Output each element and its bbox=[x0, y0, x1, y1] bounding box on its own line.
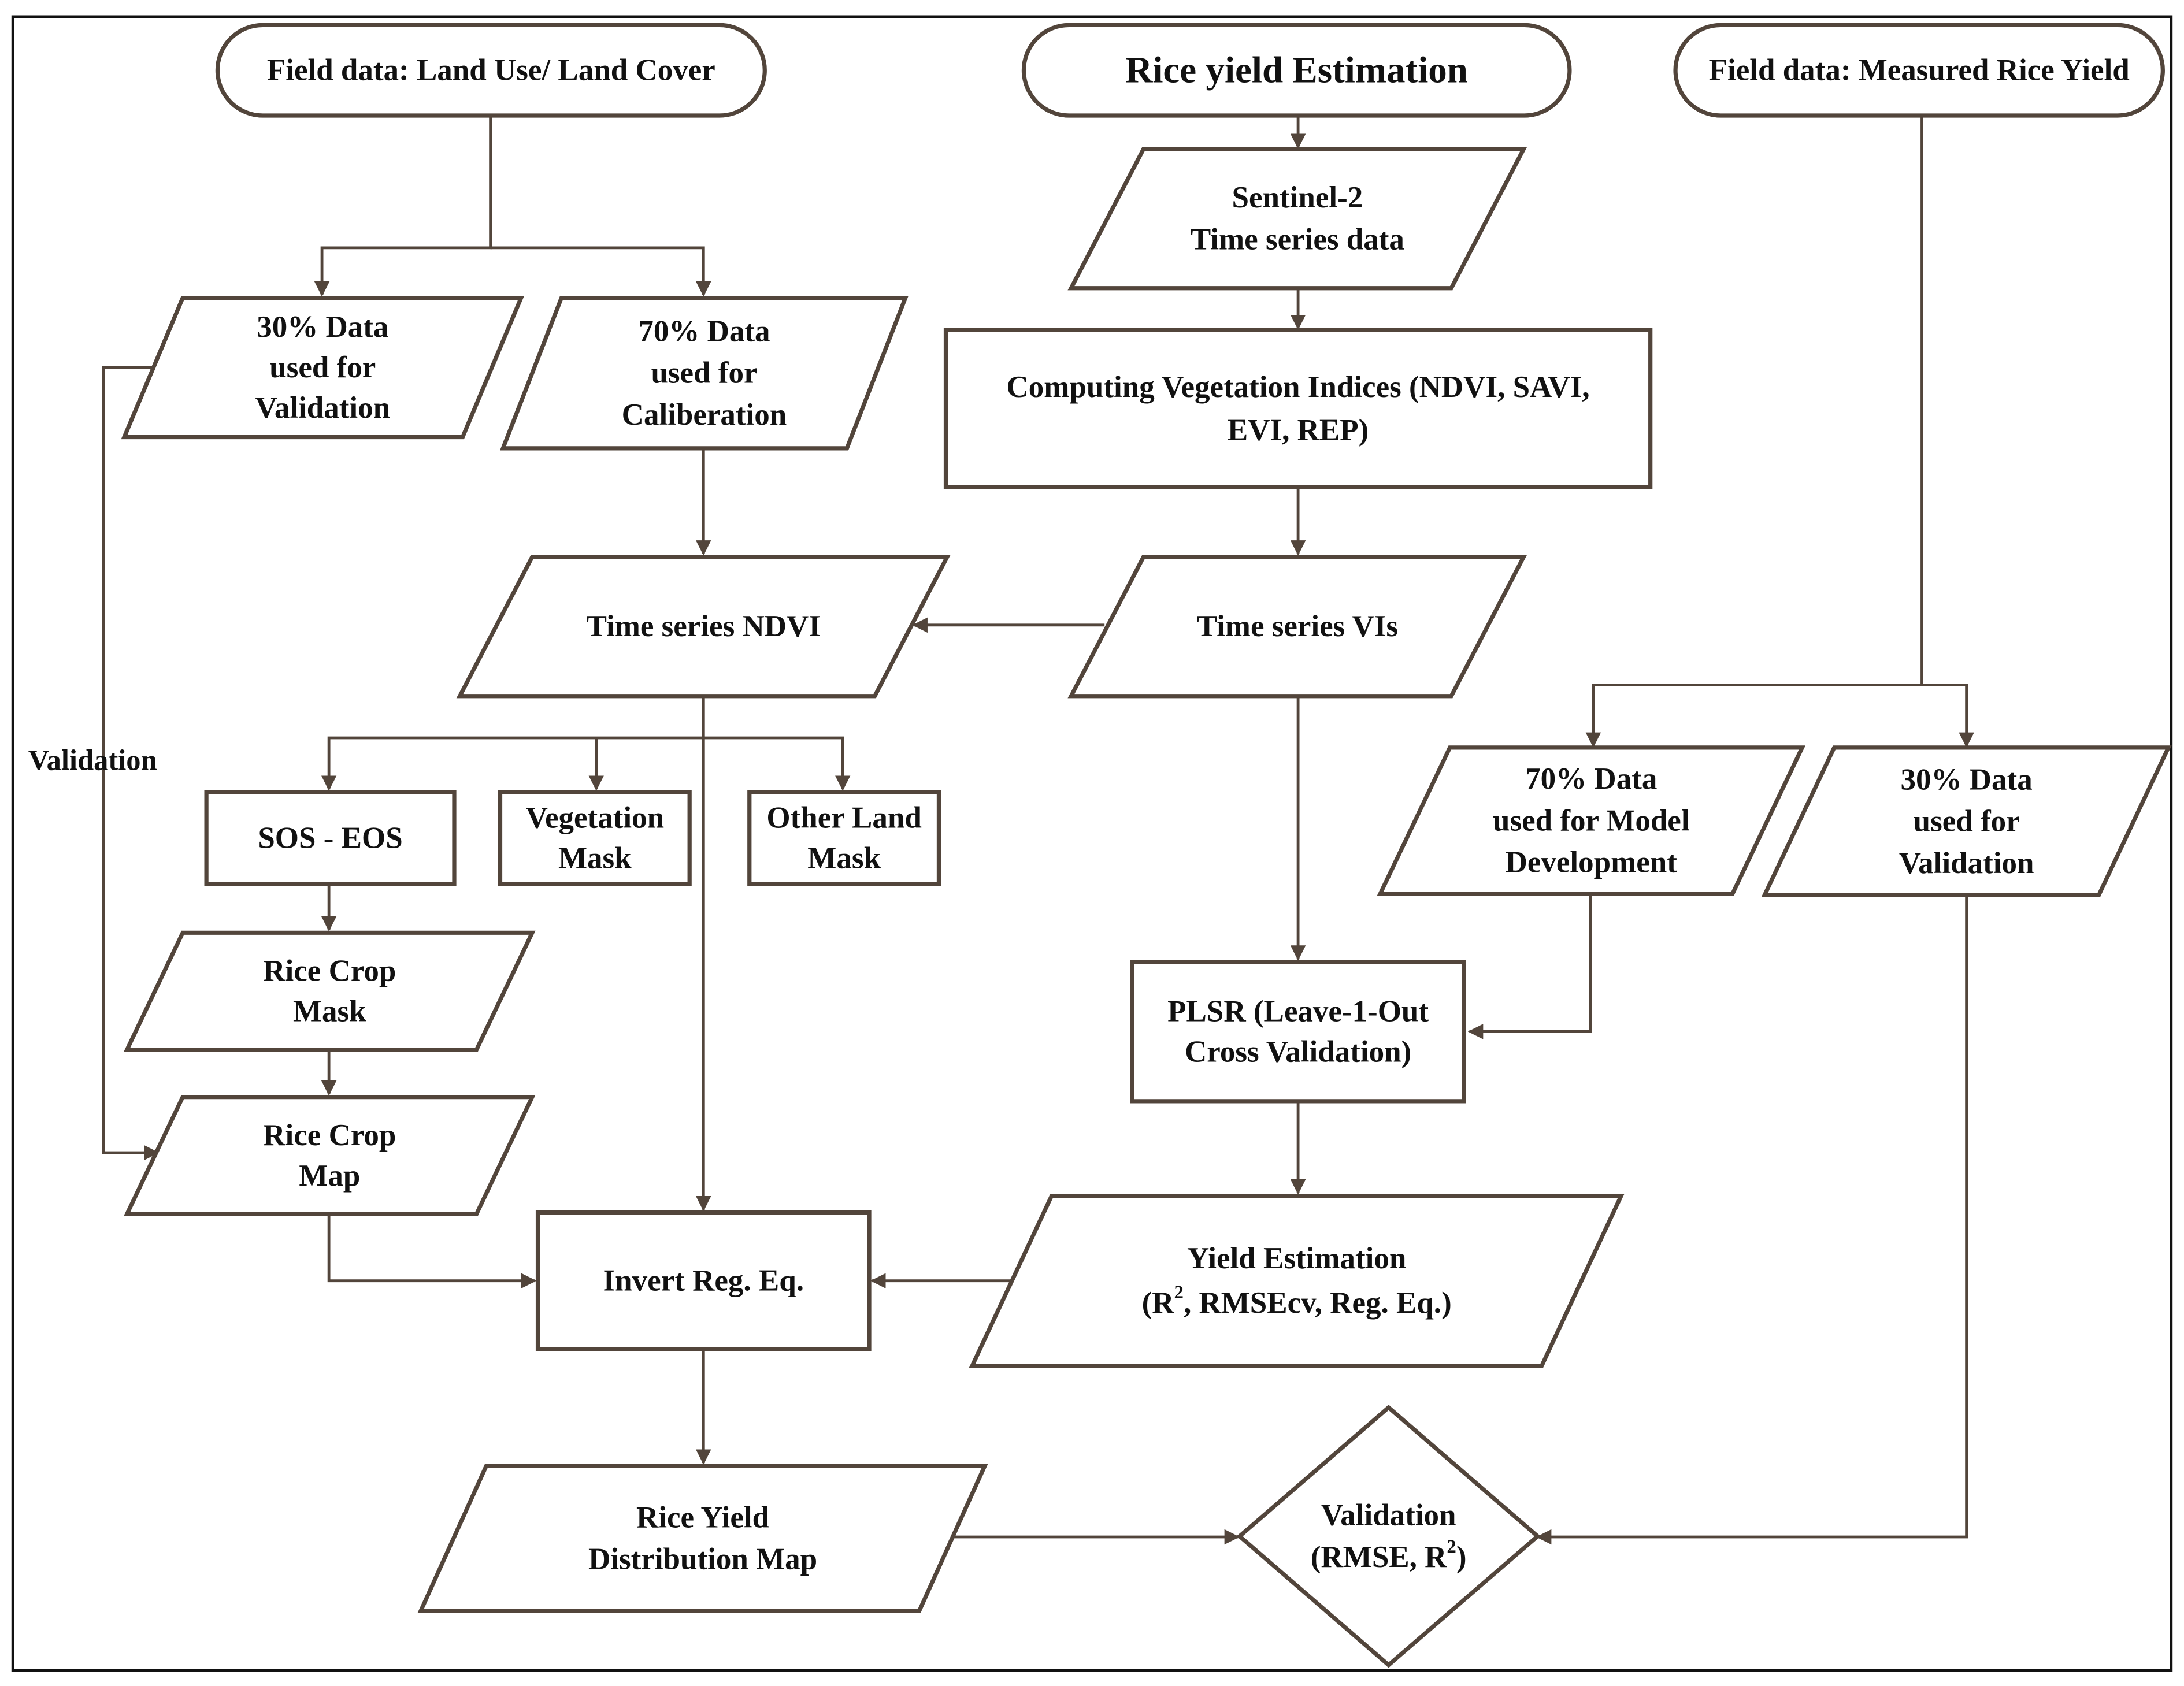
node-field-lulc-shape bbox=[215, 23, 767, 118]
node-field-lulc: Field data: Land Use/ Land Cover bbox=[215, 23, 767, 118]
node-yield-estimation-shape bbox=[969, 1194, 1625, 1368]
connector-ts-ndvi-split-other bbox=[596, 736, 851, 791]
node-rice-yield-map-label-2: Distribution Map bbox=[588, 1543, 817, 1576]
node-data30-validation-left-label-1: 30% Data bbox=[257, 310, 388, 344]
connectors bbox=[102, 115, 1974, 1545]
node-veg-mask-label-2: Mask bbox=[558, 841, 632, 875]
node-rice-crop-map-label-2: Map bbox=[299, 1159, 360, 1193]
connector-rice-map-to-invert bbox=[327, 1214, 537, 1288]
node-yield-estimation-label-2: (R2, RMSEcv, Reg. Eq.) bbox=[1142, 1282, 1452, 1320]
nodes: Field data: Land Use/ Land Cover Rice yie… bbox=[121, 23, 2172, 1668]
node-plsr-label-1: PLSR (Leave-1-Out bbox=[1167, 994, 1429, 1028]
node-data30-validation-right-label-3: Validation bbox=[1899, 846, 2034, 880]
node-ts-vis-shape bbox=[1067, 555, 1527, 699]
node-rice-yield-estimation-shape bbox=[1021, 23, 1572, 118]
node-sentinel2-shape bbox=[1067, 147, 1527, 291]
node-veg-mask-label-1: Vegetation bbox=[526, 801, 664, 835]
node-field-measured-yield-label-1: Field data: Measured Rice Yield bbox=[1709, 54, 2130, 87]
node-invert-reg-shape bbox=[535, 1210, 872, 1351]
connector-70-model-to-plsr bbox=[1467, 893, 1592, 1039]
node-data70-calibration-label-3: Caliberation bbox=[622, 398, 787, 432]
node-data30-validation-left-shape bbox=[121, 296, 525, 440]
node-computing-vi: Computing Vegetation Indices (NDVI, SAVI… bbox=[943, 328, 1653, 489]
node-other-mask-shape bbox=[747, 790, 941, 886]
node-computing-vi-shape bbox=[943, 328, 1653, 489]
node-data30-validation-left-label-3: Validation bbox=[255, 391, 390, 425]
node-ts-ndvi-label-1: Time series NDVI bbox=[587, 610, 821, 643]
node-sos-eos-shape bbox=[204, 790, 457, 886]
node-other-mask-label-1: Other Land bbox=[766, 801, 922, 835]
node-sentinel2-label-2: Time series data bbox=[1191, 222, 1404, 256]
node-ts-ndvi-shape bbox=[456, 555, 951, 699]
connector-measured-yield-to-30-right bbox=[1922, 684, 1974, 748]
node-invert-reg-label-1: Invert Reg. Eq. bbox=[603, 1264, 804, 1298]
node-computing-vi-label-2: EVI, REP) bbox=[1228, 414, 1369, 447]
node-rice-crop-map-label-1: Rice Crop bbox=[263, 1119, 396, 1152]
node-field-measured-yield-shape bbox=[1673, 23, 2165, 118]
node-rice-yield-map-shape bbox=[417, 1464, 988, 1613]
connector-30-right-to-validation bbox=[1536, 895, 1968, 1545]
node-rice-crop-mask-label-2: Mask bbox=[293, 994, 366, 1028]
node-data30-validation-right-label-2: used for bbox=[1914, 805, 2020, 838]
node-rice-crop-mask-shape bbox=[124, 930, 536, 1052]
node-validation-decision-shape bbox=[1236, 1405, 1541, 1668]
node-plsr-shape bbox=[1130, 960, 1466, 1104]
node-rice-yield-estimation-label-1: Rice yield Estimation bbox=[1125, 50, 1468, 91]
node-veg-mask-shape bbox=[498, 790, 692, 886]
node-ts-vis-label-1: Time series VIs bbox=[1197, 610, 1398, 643]
node-data70-model-label-1: 70% Data bbox=[1525, 762, 1657, 796]
node-yield-estimation-label-1: Yield Estimation bbox=[1187, 1242, 1406, 1275]
node-rice-crop-map-shape bbox=[124, 1095, 536, 1216]
node-data70-model-label-2: used for Model bbox=[1493, 804, 1690, 837]
node-sos-eos-label-1: SOS - EOS bbox=[258, 821, 402, 855]
validation-side-label: Validation bbox=[28, 744, 157, 776]
connector-measured-yield-split bbox=[1585, 115, 1923, 748]
node-data70-calibration-label-2: used for bbox=[651, 356, 757, 390]
node-yield-estimation: Yield Estimation (R2, RMSEcv, Reg. Eq.) bbox=[969, 1194, 1625, 1368]
node-field-measured-yield: Field data: Measured Rice Yield bbox=[1673, 23, 2165, 118]
connector-ts-ndvi-split-sos bbox=[321, 736, 596, 791]
node-ts-ndvi: Time series NDVI bbox=[456, 555, 951, 699]
node-field-lulc-label-1: Field data: Land Use/ Land Cover bbox=[267, 54, 715, 87]
connector-lulc-to-split bbox=[314, 115, 492, 297]
node-data30-validation-right-label-1: 30% Data bbox=[1901, 763, 2033, 796]
node-rice-yield-estimation: Rice yield Estimation bbox=[1021, 23, 1572, 118]
connector-30-validation-to-map bbox=[102, 366, 160, 1161]
node-data30-validation-right-shape bbox=[1761, 745, 2172, 897]
node-plsr-label-2: Cross Validation) bbox=[1185, 1035, 1411, 1068]
node-validation-decision: Validation (RMSE, R2) bbox=[1236, 1405, 1541, 1668]
node-data70-model-shape bbox=[1377, 745, 1806, 896]
node-rice-yield-map-label-1: Rice Yield bbox=[636, 1501, 769, 1534]
connector-lulc-to-70-calibration bbox=[490, 246, 711, 297]
node-data70-model-label-3: Development bbox=[1506, 846, 1678, 879]
node-sentinel2-label-1: Sentinel-2 bbox=[1232, 181, 1363, 214]
node-validation-decision-label-2: (RMSE, R2) bbox=[1311, 1536, 1467, 1574]
node-ts-vis: Time series VIs bbox=[1067, 555, 1527, 699]
node-other-mask-label-2: Mask bbox=[807, 841, 881, 875]
node-data30-validation-left-label-2: used for bbox=[269, 351, 376, 384]
node-invert-reg: Invert Reg. Eq. bbox=[535, 1210, 872, 1351]
node-sos-eos: SOS - EOS bbox=[204, 790, 457, 886]
node-computing-vi-label-1: Computing Vegetation Indices (NDVI, SAVI… bbox=[1007, 370, 1590, 404]
outer-frame bbox=[11, 15, 2173, 1672]
node-data70-calibration-label-1: 70% Data bbox=[638, 314, 770, 348]
node-data70-calibration-shape bbox=[500, 296, 909, 451]
node-validation-decision-label-1: Validation bbox=[1321, 1499, 1456, 1532]
node-rice-crop-mask-label-1: Rice Crop bbox=[263, 955, 396, 988]
